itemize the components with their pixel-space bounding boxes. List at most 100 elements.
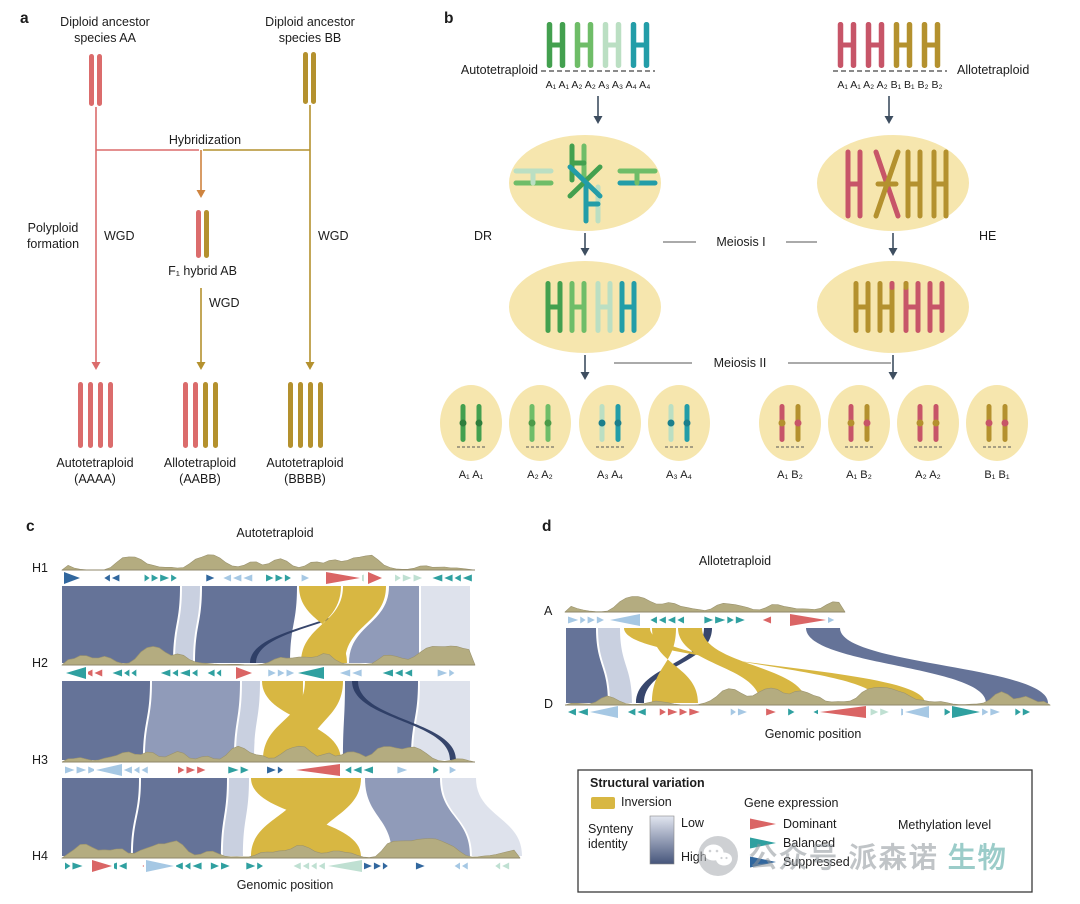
gene-arrow [568, 708, 576, 716]
gene-arrow [502, 862, 510, 870]
gene-arrow [160, 574, 170, 582]
gene-arrow [750, 818, 776, 830]
gene-arrow [373, 862, 381, 870]
density-curve [564, 686, 1052, 706]
inversion-ribbon [624, 628, 925, 703]
gene-arrow [221, 862, 230, 870]
wechat-icon [698, 836, 738, 876]
gene-arrow [437, 669, 448, 677]
gamete-label: A₂ A₂ [527, 469, 553, 481]
gene-arrow [65, 862, 71, 870]
gene-arrow [268, 669, 276, 677]
gene-arrow [243, 574, 253, 582]
gene-arrow [318, 862, 325, 870]
gene-arrow [870, 708, 879, 716]
gene-arrow [413, 574, 423, 582]
gene-arrow [123, 766, 132, 774]
gene-arrow [296, 764, 340, 776]
panel-c-title: Autotetraploid [236, 526, 314, 540]
gamete-label: A₃ A₄ [665, 469, 693, 481]
gene-arrow [679, 708, 688, 716]
gene-arrow [990, 708, 1000, 716]
gene-arrow [65, 766, 75, 774]
gene-arrow [206, 574, 215, 582]
hybridization-label: Hybridization [168, 133, 242, 147]
legend-dominant: Dominant [783, 817, 837, 831]
gene-arrow [658, 616, 666, 624]
density-curve [61, 838, 521, 859]
gene-arrow [432, 574, 443, 582]
gene-arrow [118, 862, 127, 870]
gene-arrow [172, 669, 179, 677]
f1-hybrid-label: F₁ hybrid AB [168, 264, 237, 278]
gene-arrow [339, 669, 351, 677]
synteny-ribbon [343, 681, 418, 760]
gene-arrow [124, 669, 130, 677]
synteny-ribbon [421, 586, 470, 663]
wgd-left-label: WGD [104, 229, 135, 243]
gene-arrow [363, 862, 372, 870]
inversion-ribbon [301, 586, 386, 663]
he-label: HE [979, 229, 997, 243]
gene-arrow [667, 708, 678, 716]
gene-arrow [85, 669, 93, 677]
autotetraploid-aaaa-line1: Autotetraploid [56, 456, 134, 470]
gene-arrow [240, 766, 249, 774]
gene-arrow [433, 766, 439, 774]
gene-arrow [590, 706, 618, 718]
meiosis-2-label: Meiosis II [713, 356, 767, 370]
panel-c-xlabel: Genomic position [236, 878, 334, 892]
autotetraploid-bbbb-line1: Autotetraploid [266, 456, 344, 470]
legend-gene-expression: Gene expression [744, 796, 839, 810]
gene-arrow [667, 616, 676, 624]
allotetraploid-aabb-line2: (AABB) [179, 472, 221, 486]
autotetraploid-bbbb-line2: (BBBB) [284, 472, 326, 486]
synteny-ribbon [250, 586, 375, 663]
gene-arrow [72, 862, 83, 870]
gamete-ellipse [759, 385, 821, 461]
gene-arrow [160, 669, 171, 677]
gamete-ellipse [828, 385, 890, 461]
gene-arrow [397, 766, 408, 774]
gene-arrow [454, 574, 461, 582]
gene-arrow [596, 616, 604, 624]
panel-c-letter: c [26, 518, 35, 535]
meiosis-1-label: Meiosis I [716, 235, 766, 249]
gene-arrow [495, 862, 501, 870]
panel-d-xlabel: Genomic position [764, 727, 862, 741]
synteny-ribbon [223, 778, 249, 856]
legend-low: Low [681, 816, 704, 830]
gene-arrow [677, 616, 685, 624]
ancestor-bb-line1: Diploid ancestor [265, 15, 355, 29]
gene-arrow [637, 708, 646, 716]
gene-arrow [64, 572, 80, 584]
gene-arrow [462, 862, 468, 870]
gene-arrow [610, 614, 640, 626]
right-allele-labels: A₁ A₁ A₂ A₂ B₁ B₁ B₂ B₂ [837, 79, 943, 91]
gene-arrow [286, 669, 295, 677]
synteny-identity-scale [649, 815, 675, 865]
gene-arrow [735, 616, 745, 624]
gamete-label: A₁ B₂ [846, 469, 872, 481]
gene-arrow [192, 669, 198, 677]
gene-arrow [587, 616, 595, 624]
ancestor-aa-line2: species AA [74, 31, 136, 45]
gene-arrow [715, 616, 726, 624]
haplotype-label-h4: H4 [32, 849, 48, 863]
inversion-swatch [591, 797, 615, 809]
synteny-ribbon [236, 681, 260, 760]
synteny-ribbon [365, 778, 470, 856]
gene-arrow [382, 669, 393, 677]
watermark-text-suffix: 生物 [947, 842, 1008, 873]
gene-arrow [184, 862, 191, 870]
gene-arrow [233, 574, 242, 582]
gene-arrow [96, 764, 122, 776]
gene-arrow [730, 708, 736, 716]
legend-graphics [577, 769, 1033, 893]
gene-arrow [750, 856, 776, 868]
synteny-ribbon [175, 586, 200, 663]
gene-arrow [415, 862, 425, 870]
panel-d-title: Allotetraploid [698, 554, 772, 568]
ancestor-aa-line1: Diploid ancestor [60, 15, 150, 29]
